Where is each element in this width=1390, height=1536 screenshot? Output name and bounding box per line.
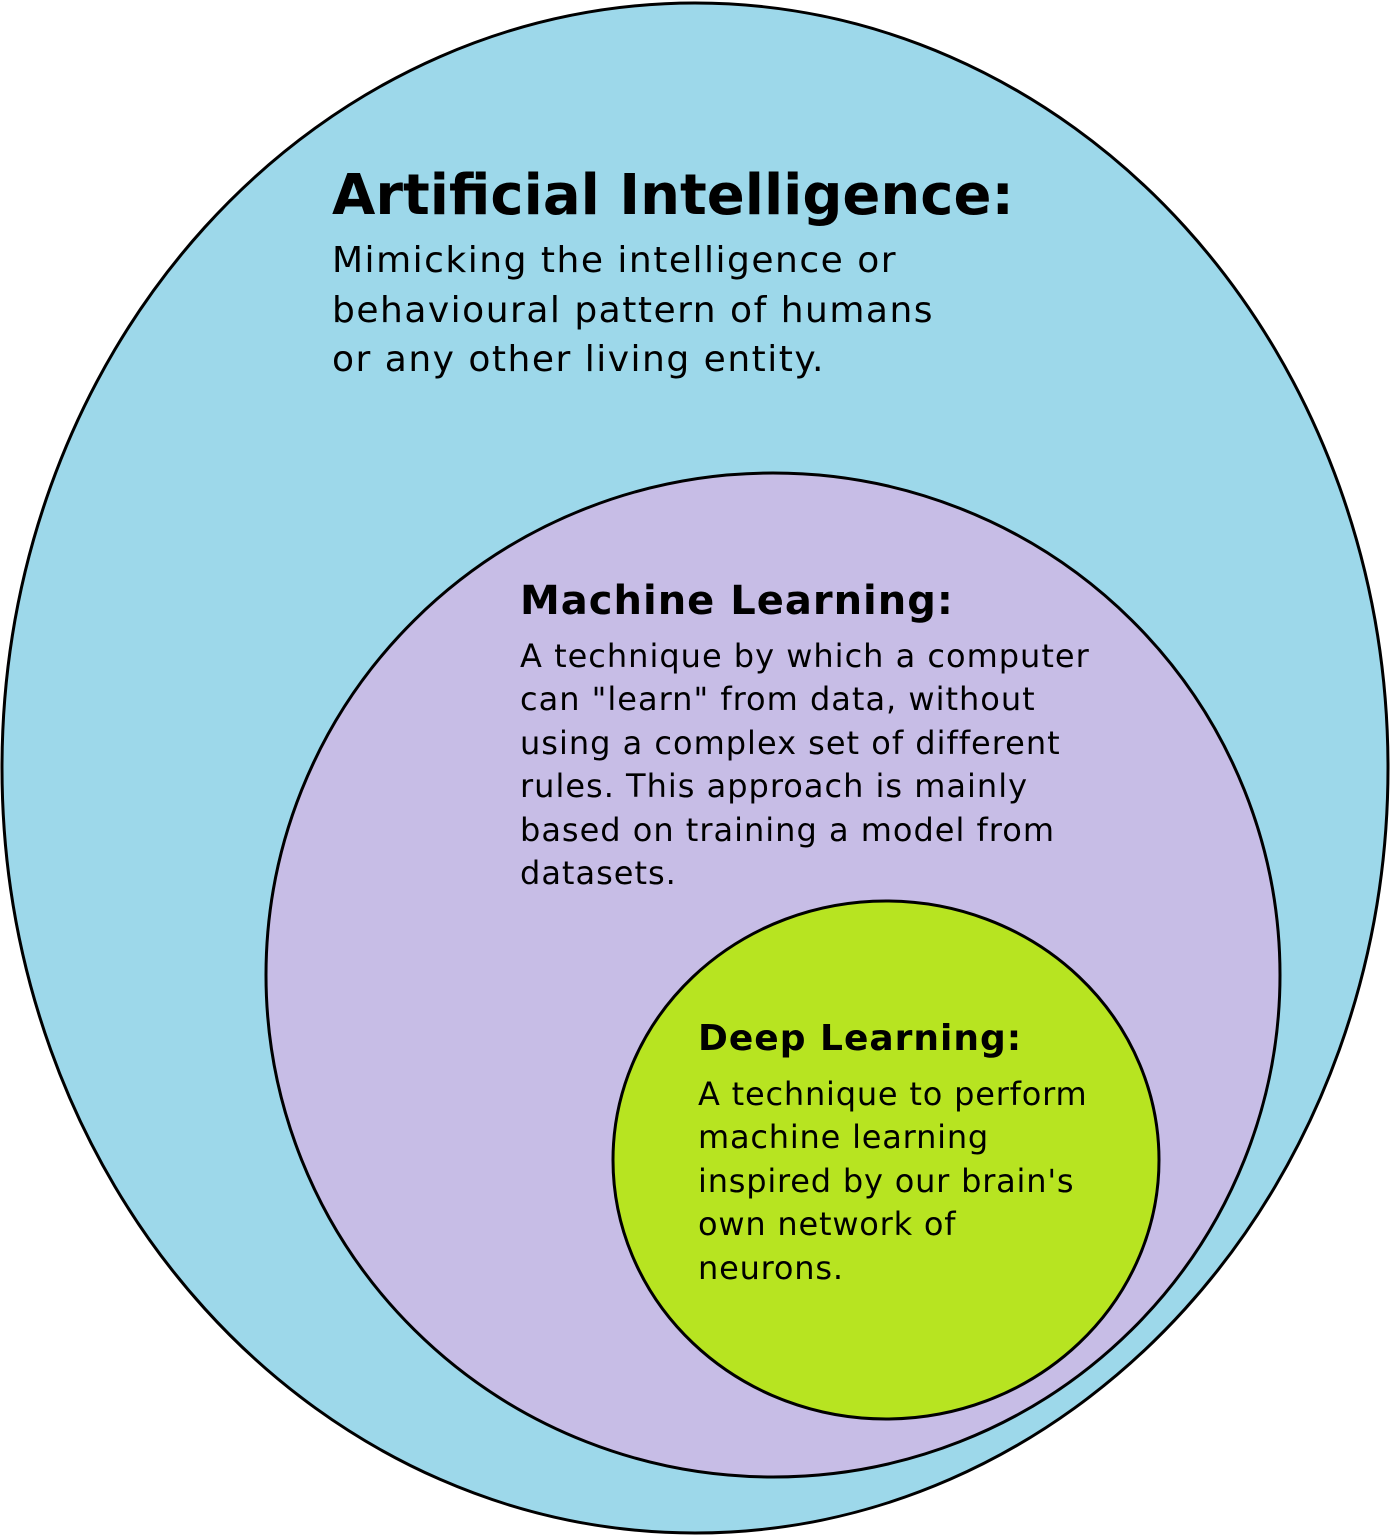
ml-line: rules. This approach is mainly <box>520 767 1028 805</box>
ml-line: A technique by which a computer <box>520 637 1090 675</box>
ml-title: Machine Learning: <box>520 578 954 624</box>
dl-line: own network of <box>698 1205 956 1243</box>
ai-line: behavioural pattern of humans <box>332 290 934 331</box>
dl-title: Deep Learning: <box>698 1018 1022 1059</box>
ai-description: Mimicking the intelligence or behavioura… <box>332 240 947 380</box>
ml-line: using a complex set of different <box>520 724 1061 762</box>
dl-line: A technique to perform <box>698 1075 1087 1113</box>
dl-ellipse <box>611 899 1161 1421</box>
ai-line: or any other living entity. <box>332 339 825 380</box>
ml-line: datasets. <box>520 854 677 892</box>
ml-description: A technique by which a computer can "lea… <box>520 637 1101 892</box>
ai-line: Mimicking the intelligence or <box>332 240 897 281</box>
dl-line: machine learning <box>698 1118 989 1156</box>
ai-title: Artificial Intelligence: <box>332 163 1014 228</box>
dl-line: inspired by our brain's <box>698 1162 1074 1200</box>
dl-line: neurons. <box>698 1249 844 1287</box>
ml-line: based on training a model from <box>520 811 1055 849</box>
ml-line: can "learn" from data, without <box>520 680 1036 718</box>
dl-description: A technique to perform machine learning … <box>698 1075 1098 1287</box>
